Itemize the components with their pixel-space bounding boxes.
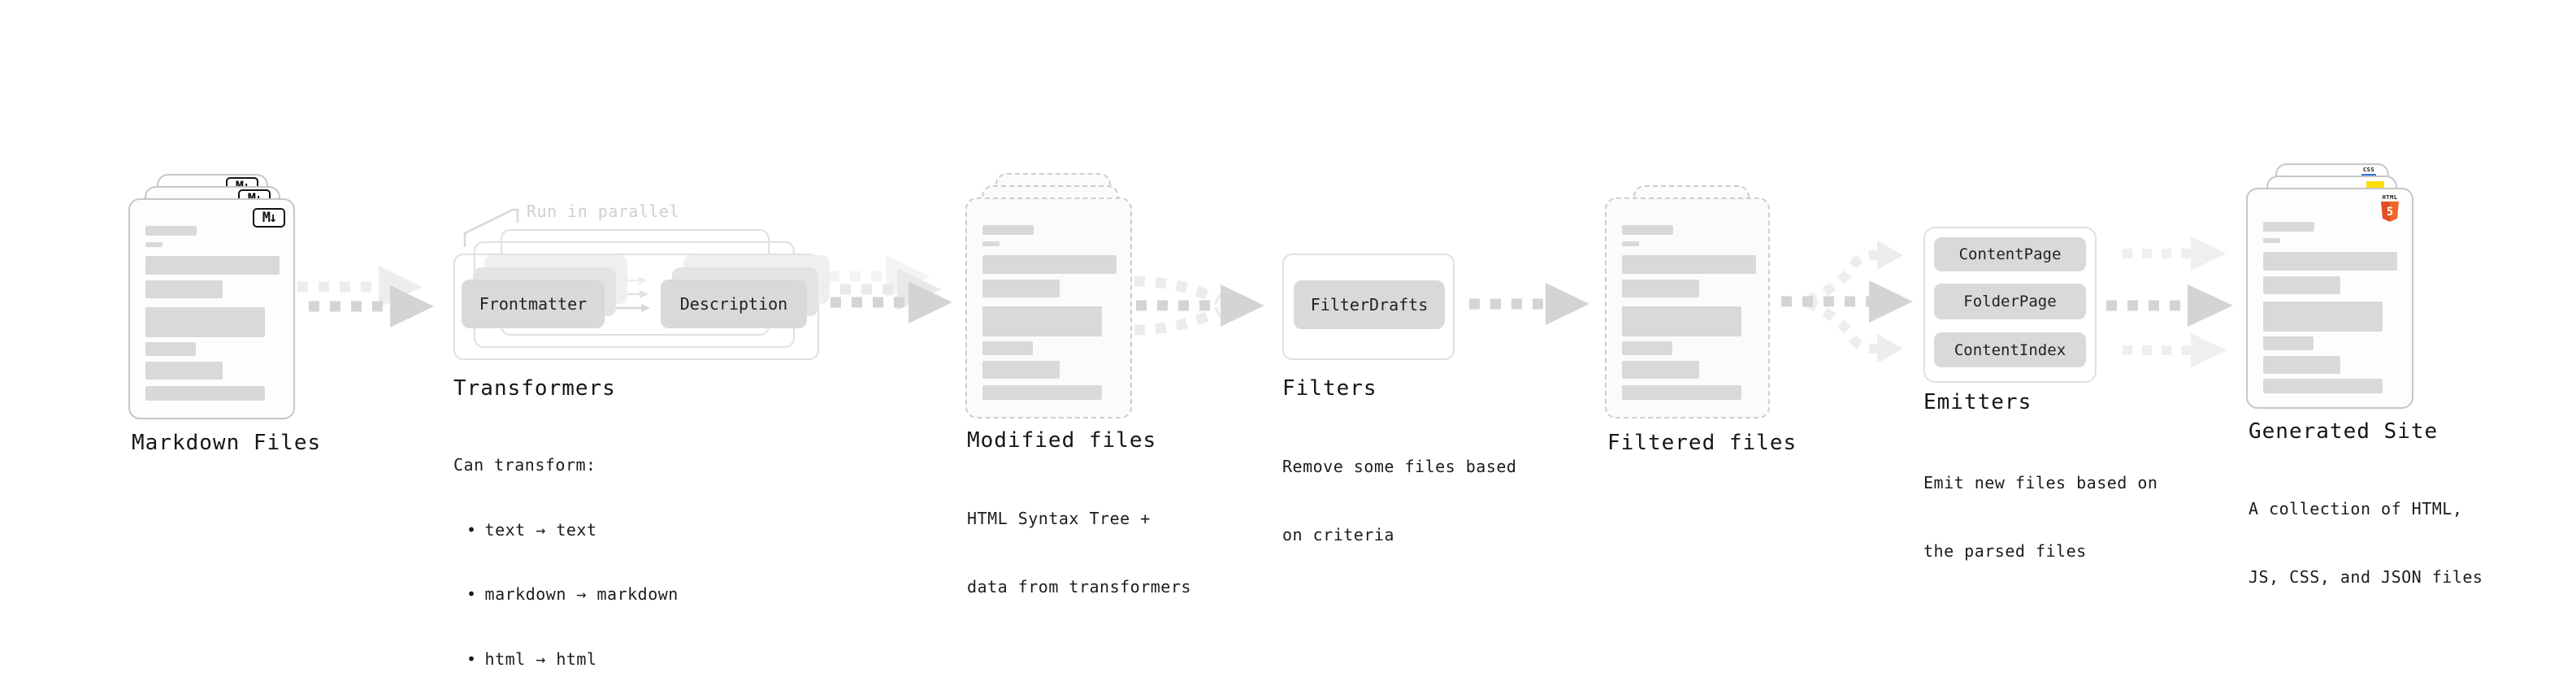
modified-files-label: Modified files: [967, 428, 1157, 453]
text-line-placeholder: [982, 225, 1034, 235]
text-line-placeholder: [982, 361, 1060, 379]
text-line-placeholder: [1622, 241, 1639, 246]
text-line-placeholder: [1622, 341, 1672, 355]
emitters-label: Emitters: [1923, 390, 2032, 414]
flow-arrow-transformers-to-modified: [808, 255, 952, 323]
frontmatter-pill: Frontmatter: [462, 280, 605, 328]
text-line-placeholder: [2263, 379, 2383, 393]
caption-line: Can transform:: [453, 455, 596, 475]
bullet-icon: •: [466, 519, 477, 540]
flow-arrows-emitters-to-site: [2106, 236, 2233, 367]
text-line-placeholder: [982, 255, 1117, 274]
caption-line: on criteria: [1282, 525, 1394, 544]
text-line-placeholder: [982, 306, 1102, 336]
text-line-placeholder: [1622, 225, 1673, 235]
js-file-icon: [2366, 181, 2384, 189]
filters-label: Filters: [1282, 376, 1377, 401]
text-line-placeholder: [2263, 301, 2383, 332]
caption-line: A collection of HTML,: [2249, 499, 2463, 518]
caption-line: data from transformers: [967, 577, 1191, 596]
html5-icon-word: HTML: [2382, 194, 2398, 201]
text-line-placeholder: [982, 241, 1000, 246]
css-file-icon: CSS: [2361, 167, 2376, 176]
bullet-text: markdown → markdown: [484, 584, 679, 604]
text-line-placeholder: [982, 280, 1060, 297]
folderpage-pill: FolderPage: [1934, 284, 2086, 319]
filtered-files-label: Filtered files: [1607, 431, 1798, 455]
emitters-caption: Emit new files based on the parsed files: [1923, 426, 2158, 608]
bullet-icon: •: [466, 648, 477, 669]
text-line-placeholder: [145, 386, 265, 401]
css-icon-underline: [2361, 174, 2376, 176]
text-line-placeholder: [2263, 336, 2314, 350]
flow-arrow-modified-to-filters: [1134, 275, 1264, 336]
generated-site-caption: A collection of HTML, JS, CSS, and JSON …: [2249, 452, 2483, 634]
bullet-text: text → text: [484, 519, 597, 540]
html5-icon-shield: 5: [2381, 202, 2399, 222]
text-line-placeholder: [145, 280, 223, 298]
contentpage-pill: ContentPage: [1934, 237, 2086, 271]
text-line-placeholder: [2263, 222, 2314, 232]
bullet-item: • text → text: [453, 519, 679, 541]
text-line-placeholder: [2263, 276, 2340, 294]
transformers-caption: Can transform: • text → text • markdown → …: [453, 411, 679, 681]
html5-icon-number: 5: [2386, 205, 2394, 219]
caption-line: HTML Syntax Tree +: [967, 509, 1151, 528]
text-line-placeholder: [1622, 385, 1741, 400]
site-file-html: HTML 5: [2246, 188, 2413, 409]
transformers-label: Transformers: [453, 376, 616, 401]
html5-icon: HTML 5: [2379, 194, 2400, 222]
text-line-placeholder: [145, 242, 163, 247]
run-in-parallel-leader-line: [463, 208, 519, 247]
text-line-placeholder: [1622, 255, 1756, 274]
text-line-placeholder: [982, 385, 1102, 400]
caption-line: Emit new files based on: [1923, 473, 2158, 492]
css-icon-label: CSS: [2362, 167, 2375, 173]
filtered-file-front: [1605, 197, 1770, 419]
text-line-placeholder: [2263, 252, 2397, 271]
caption-line: Remove some files based: [1282, 457, 1517, 476]
generated-site-label: Generated Site: [2249, 419, 2439, 444]
text-line-placeholder: [1622, 280, 1699, 297]
text-line-placeholder: [2263, 356, 2340, 374]
markdown-file-front: M↓: [128, 198, 295, 419]
modified-file-front: [965, 197, 1132, 419]
contentindex-pill: ContentIndex: [1934, 332, 2086, 367]
bullet-icon: •: [466, 584, 477, 604]
description-pill: Description: [661, 280, 807, 328]
text-line-placeholder: [145, 226, 197, 236]
flow-arrow-markdown-to-transformers: [297, 266, 434, 327]
markdown-icon: M↓: [253, 208, 285, 228]
caption-line: the parsed files: [1923, 541, 2087, 561]
text-line-placeholder: [2263, 238, 2280, 243]
bullet-item: • markdown → markdown: [453, 583, 679, 605]
bullet-item: • html → html: [453, 648, 679, 670]
caption-line: JS, CSS, and JSON files: [2249, 567, 2483, 587]
text-line-placeholder: [1622, 361, 1699, 379]
filters-caption: Remove some files based on criteria: [1282, 410, 1516, 592]
markdown-files-label: Markdown Files: [132, 431, 322, 455]
run-in-parallel-annotation: Run in parallel: [527, 202, 680, 221]
text-line-placeholder: [145, 307, 265, 337]
text-line-placeholder: [1622, 306, 1741, 336]
text-line-placeholder: [982, 341, 1033, 355]
flow-arrow-filters-to-filtered: [1469, 283, 1589, 325]
text-line-placeholder: [145, 362, 223, 380]
bullet-text: html → html: [484, 648, 597, 669]
text-line-placeholder: [145, 256, 280, 275]
text-line-placeholder: [145, 342, 196, 356]
transformer-box-front: [453, 254, 819, 360]
filterdrafts-pill: FilterDrafts: [1294, 280, 1445, 329]
modified-files-caption: HTML Syntax Tree + data from transformer…: [967, 462, 1191, 644]
flow-arrow-filtered-to-emitters: [1781, 241, 1913, 363]
